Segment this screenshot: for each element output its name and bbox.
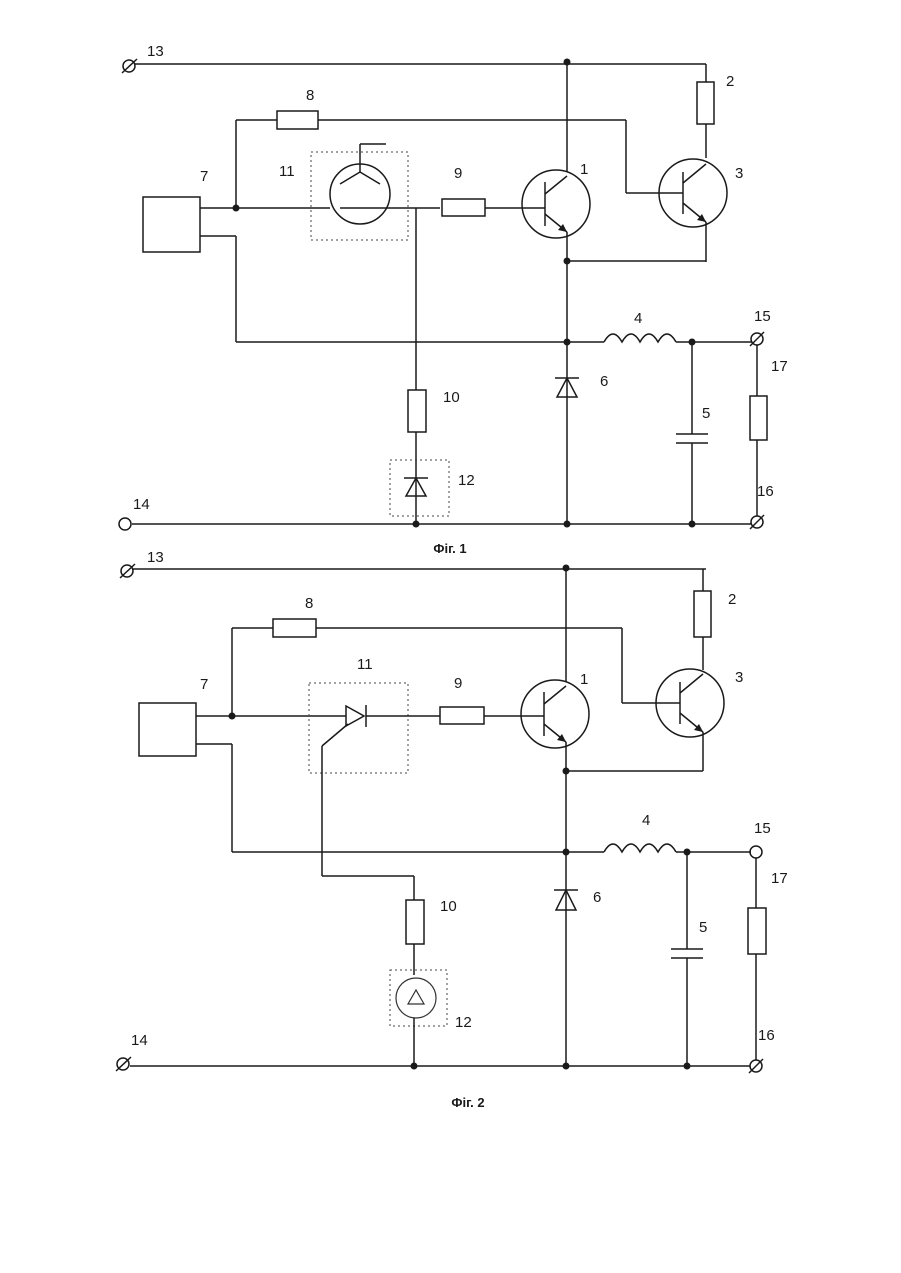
fig2-label-6: 6 (593, 889, 601, 906)
fig1-label-5: 5 (702, 405, 710, 422)
fig1-resistor-10 (408, 390, 426, 432)
fig2-label-12: 12 (455, 1014, 472, 1031)
fig1-load-resistor-17 (750, 396, 767, 440)
figure-2: 13 2 3 1 8 7 (116, 549, 788, 1110)
fig1-transistor-1 (522, 170, 590, 238)
fig2-resistor-8 (273, 619, 316, 637)
fig2-inductor-4 (604, 844, 676, 852)
fig2-caption: Фіг. 2 (451, 1095, 484, 1110)
fig2-label-8: 8 (305, 595, 313, 612)
fig1-label-7: 7 (200, 168, 208, 185)
fig2-resistor-2 (694, 591, 711, 637)
fig1-inductor-4 (604, 334, 676, 342)
fig1-transistor-11 (330, 164, 390, 224)
fig1-label-6: 6 (600, 373, 608, 390)
fig1-label-16: 16 (757, 483, 774, 500)
fig2-label-4: 4 (642, 812, 650, 829)
fig2-label-10: 10 (440, 898, 457, 915)
fig1-control-block-7 (143, 197, 200, 252)
fig2-terminal-15 (750, 846, 762, 858)
fig2-resistor-10 (406, 900, 424, 944)
fig1-label-12: 12 (458, 472, 475, 489)
fig2-label-17: 17 (771, 870, 788, 887)
fig1-caption: Фіг. 1 (433, 541, 466, 556)
fig2-element-12 (396, 978, 436, 1018)
fig1-label-15: 15 (754, 308, 771, 325)
fig1-resistor-8 (277, 111, 318, 129)
fig1-label-1: 1 (580, 161, 588, 178)
fig1-terminal-14 (119, 518, 131, 530)
fig1-label-8: 8 (306, 87, 314, 104)
fig1-resistor-9 (442, 199, 485, 216)
fig2-transistor-1 (521, 680, 589, 748)
fig1-label-2: 2 (726, 73, 734, 90)
fig1-label-11: 11 (279, 163, 295, 180)
fig2-label-9: 9 (454, 675, 462, 692)
fig2-thyristor-11 (346, 706, 364, 726)
fig2-control-block-7 (139, 703, 196, 756)
fig1-label-4: 4 (634, 310, 642, 327)
fig1-label-17: 17 (771, 358, 788, 375)
fig1-label-13: 13 (147, 43, 164, 60)
fig2-label-11: 11 (357, 656, 373, 673)
fig1-label-3: 3 (735, 165, 743, 182)
fig2-label-16: 16 (758, 1027, 775, 1044)
fig2-load-resistor-17 (748, 908, 766, 954)
fig1-label-9: 9 (454, 165, 462, 182)
fig1-label-10: 10 (443, 389, 460, 406)
fig1-resistor-2 (697, 82, 714, 124)
fig1-label-14: 14 (133, 496, 150, 513)
fig2-label-7: 7 (200, 676, 208, 693)
fig2-label-15: 15 (754, 820, 771, 837)
fig2-label-3: 3 (735, 669, 743, 686)
fig2-label-13: 13 (147, 549, 164, 566)
fig2-label-5: 5 (699, 919, 707, 936)
fig1-element-12-box (390, 460, 449, 516)
fig2-element-11-box (309, 683, 408, 773)
fig2-label-2: 2 (728, 591, 736, 608)
fig2-resistor-9 (440, 707, 484, 724)
figure-1: 13 2 3 1 8 7 (119, 43, 788, 556)
fig2-label-1: 1 (580, 671, 588, 688)
fig2-label-14: 14 (131, 1032, 148, 1049)
